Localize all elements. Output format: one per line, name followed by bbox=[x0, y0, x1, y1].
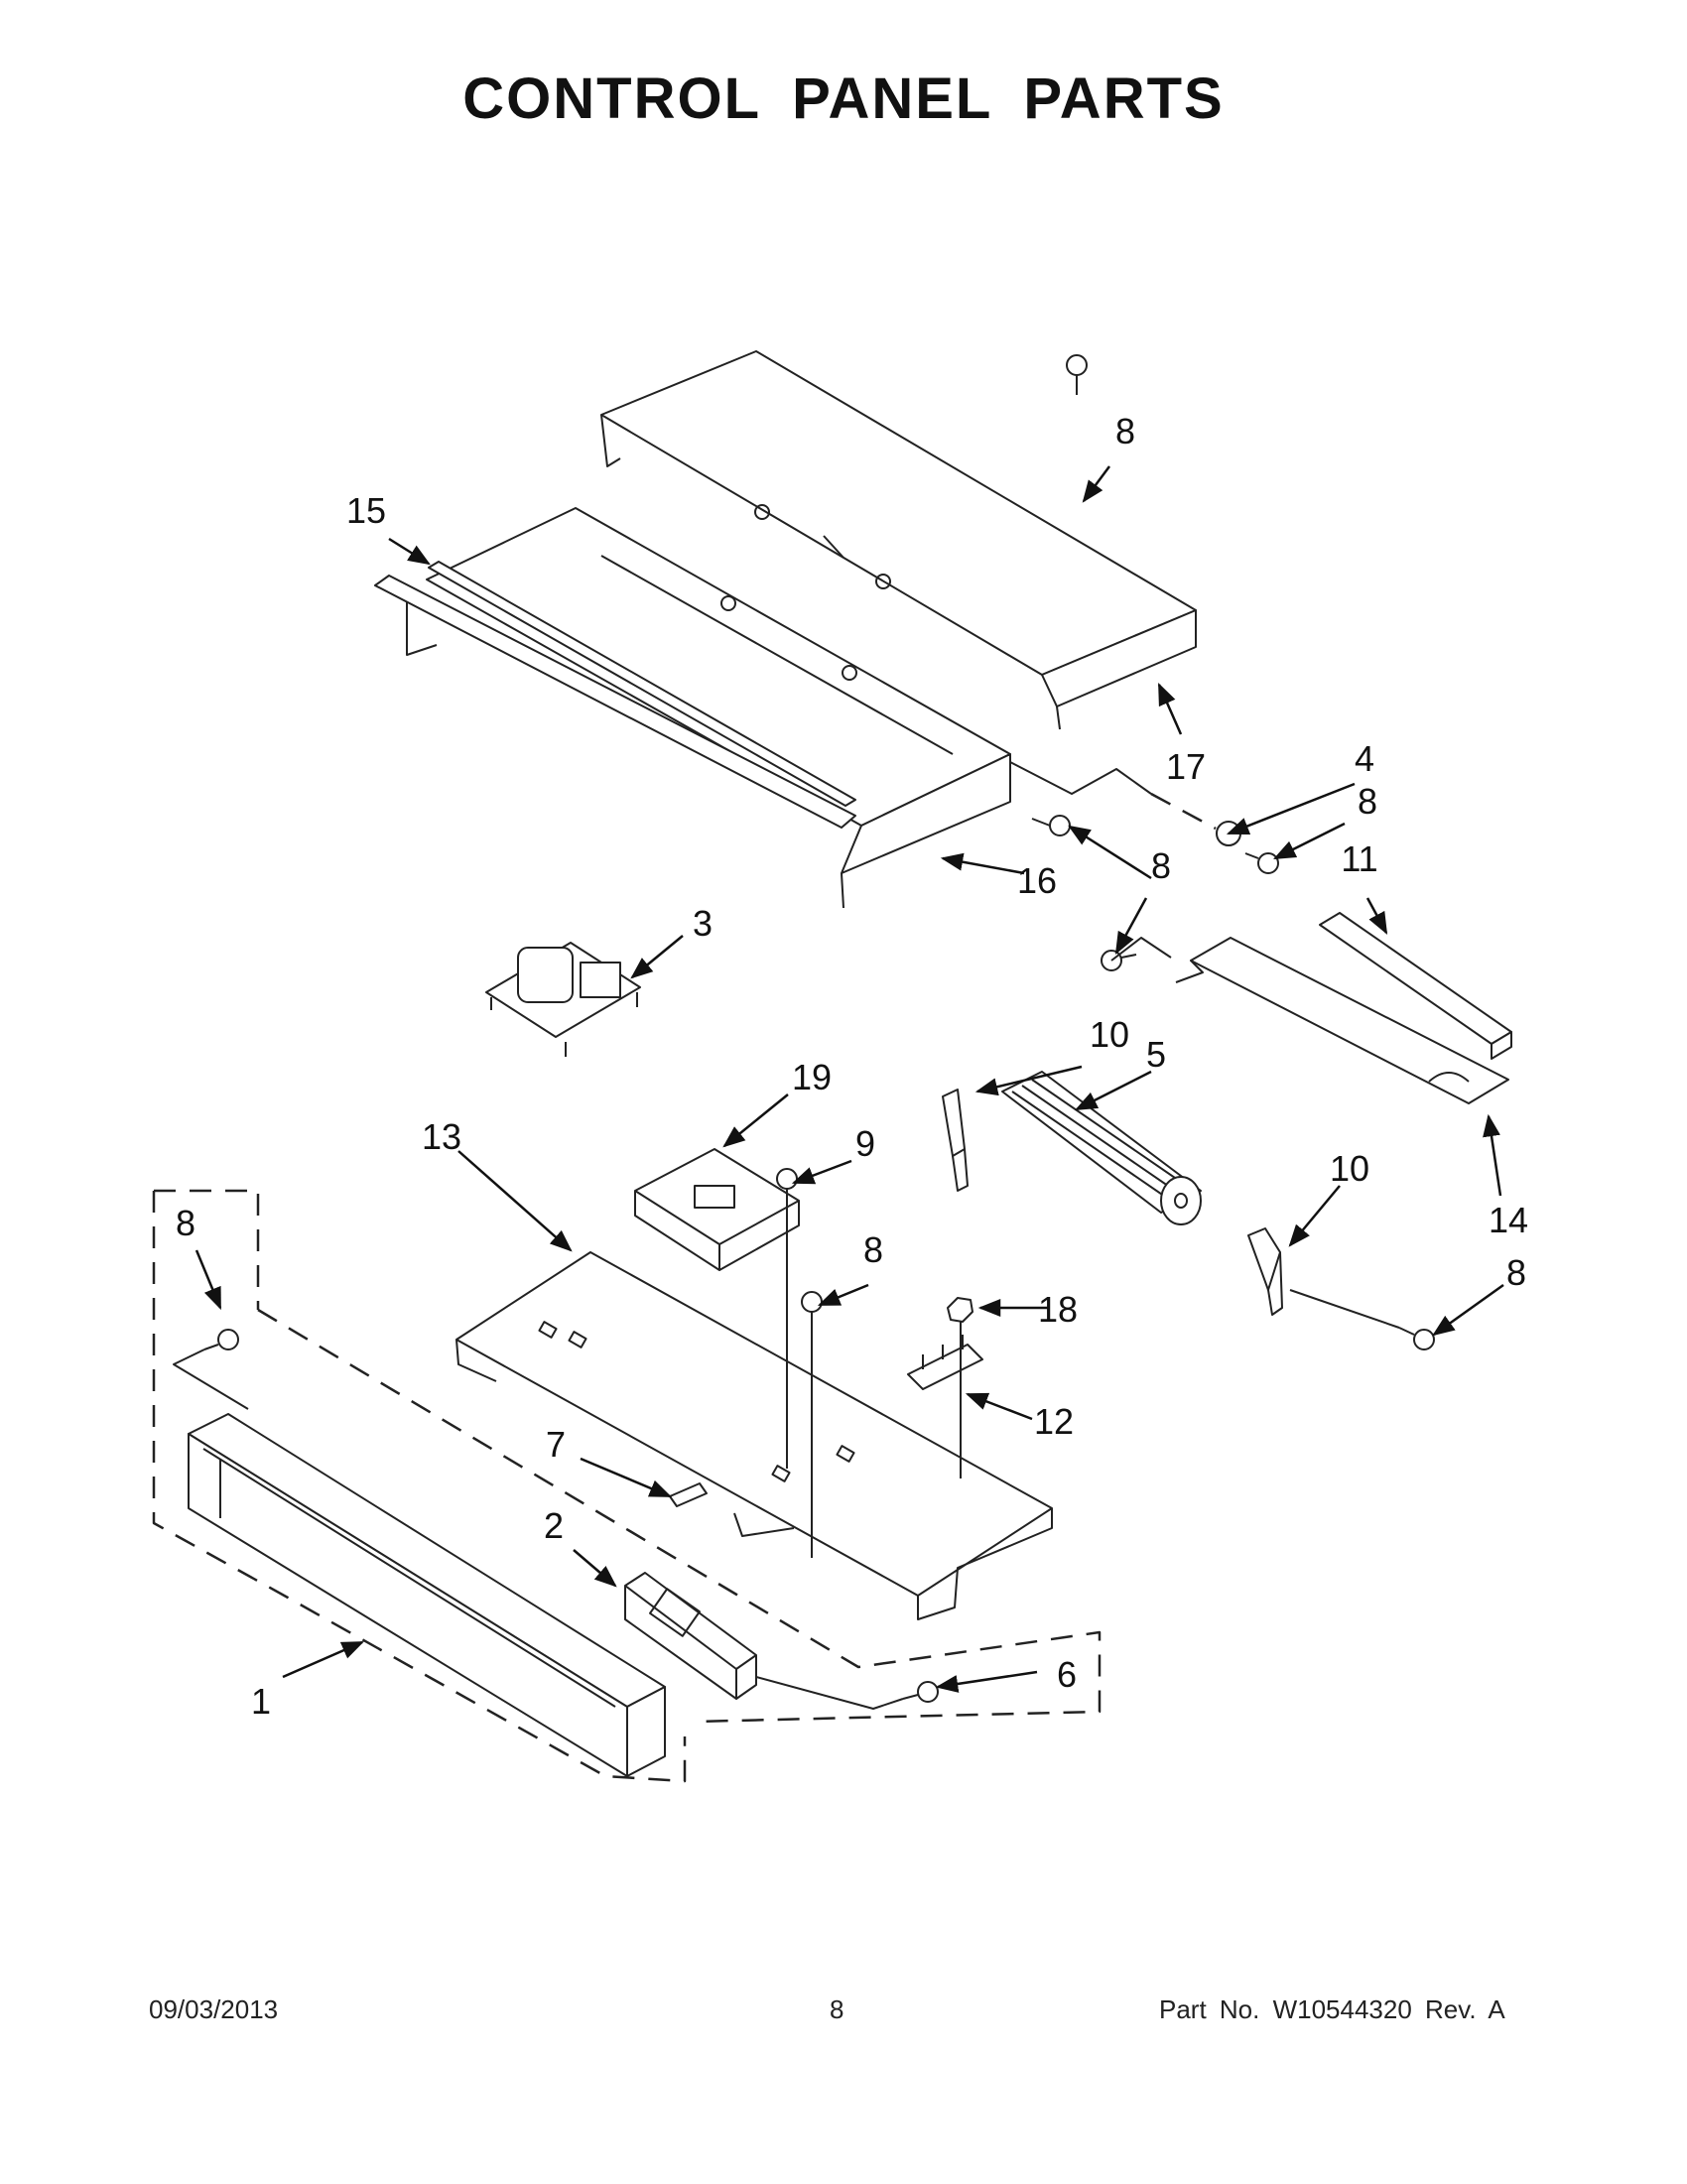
part-12-terminal-block bbox=[907, 1335, 983, 1390]
part-2-control-board bbox=[624, 1572, 757, 1700]
callout-8: 8 bbox=[1115, 411, 1135, 451]
callout-12: 12 bbox=[1034, 1401, 1074, 1442]
callout-6: 6 bbox=[1057, 1654, 1077, 1695]
callout-8: 8 bbox=[1506, 1252, 1526, 1293]
callout-17: 17 bbox=[1166, 746, 1206, 787]
part-15-trim-strip bbox=[374, 561, 856, 829]
part-10-bracket-upper bbox=[942, 1089, 969, 1192]
callout-5: 5 bbox=[1146, 1034, 1166, 1075]
footer-page-number: 8 bbox=[830, 1994, 844, 2024]
footer-part-number: Part No. W10544320 Rev. A bbox=[1159, 1994, 1505, 2024]
callout-9: 9 bbox=[855, 1123, 875, 1164]
assembly-lines bbox=[173, 761, 1400, 1710]
part-16-lower-shield bbox=[406, 507, 1011, 909]
part-11-insulation bbox=[1319, 912, 1512, 1060]
part-7-clip bbox=[669, 1482, 708, 1507]
callout-8: 8 bbox=[176, 1203, 195, 1243]
dashed-assembly-lines bbox=[152, 792, 1217, 1783]
callout-10: 10 bbox=[1090, 1014, 1129, 1055]
callout-15: 15 bbox=[346, 490, 386, 531]
part-19-housing bbox=[634, 1148, 800, 1271]
callout-10: 10 bbox=[1330, 1148, 1369, 1189]
part-13-mounting-panel bbox=[455, 1251, 1053, 1620]
part-17-top-cover bbox=[600, 350, 1197, 730]
callout-8: 8 bbox=[863, 1229, 883, 1270]
callout-8: 8 bbox=[1358, 781, 1377, 822]
part-14-bracket bbox=[1175, 937, 1509, 1104]
callout-16: 16 bbox=[1017, 860, 1057, 901]
callout-leaders bbox=[195, 465, 1504, 1693]
callout-4: 4 bbox=[1355, 738, 1374, 779]
callout-7: 7 bbox=[546, 1424, 566, 1465]
callout-18: 18 bbox=[1038, 1289, 1078, 1330]
part-10-bracket-lower bbox=[1247, 1227, 1283, 1316]
callout-19: 19 bbox=[792, 1057, 832, 1097]
callout-1: 1 bbox=[251, 1681, 271, 1722]
page-title: CONTROL PANEL PARTS bbox=[462, 66, 1225, 131]
callout-13: 13 bbox=[422, 1116, 461, 1157]
part-1-control-panel bbox=[188, 1413, 666, 1777]
part-3-power-board bbox=[485, 942, 641, 1057]
part-5-blower bbox=[1001, 1071, 1202, 1225]
callout-labels: 8 15 17 4 8 11 16 8 3 10 5 14 19 9 13 10… bbox=[176, 411, 1528, 1722]
callout-3: 3 bbox=[693, 903, 713, 944]
callout-2: 2 bbox=[544, 1505, 564, 1546]
callout-8: 8 bbox=[1151, 845, 1171, 886]
footer-date: 09/03/2013 bbox=[149, 1994, 279, 2024]
part-18-nut bbox=[947, 1297, 973, 1323]
callout-11: 11 bbox=[1341, 838, 1377, 879]
callout-14: 14 bbox=[1489, 1200, 1528, 1240]
